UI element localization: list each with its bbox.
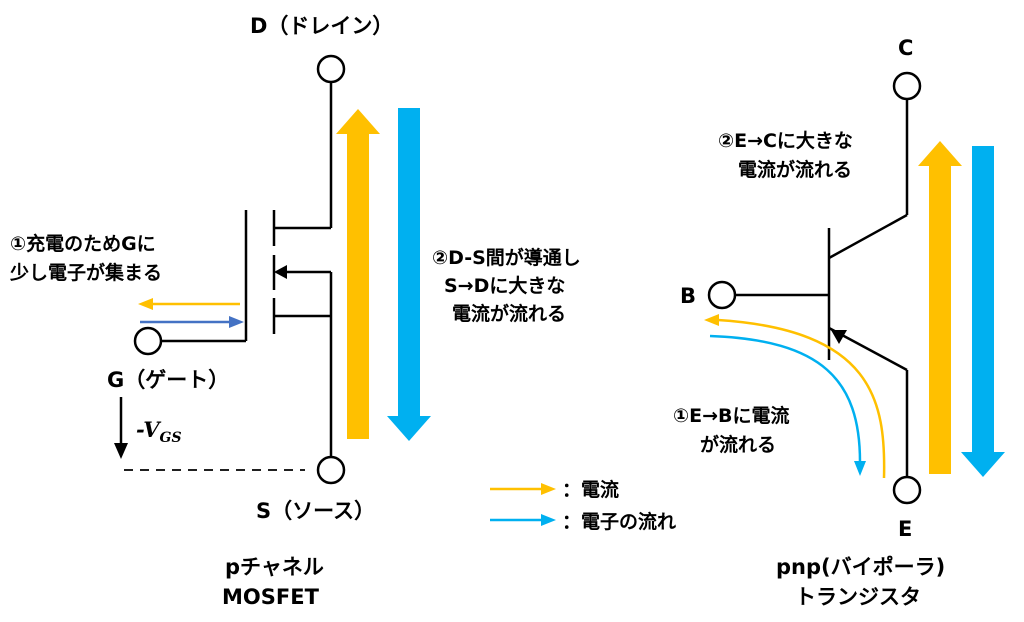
drain-terminal <box>316 54 346 84</box>
ds-current-arrow <box>336 109 380 439</box>
ec-electron-arrow <box>961 146 1005 477</box>
vgs-subscript: GS <box>159 430 181 446</box>
gate-current-arrow <box>138 298 240 310</box>
eb-electron-arrow <box>709 334 866 476</box>
note-ds-line1: ②D-S間が導通し <box>432 246 581 269</box>
collector-terminal <box>892 71 922 101</box>
emitter-arrow-icon <box>831 330 847 344</box>
vgs-prefix: -V <box>136 417 162 442</box>
note-ec-line1: ②E→Cに大きな <box>718 129 853 152</box>
drain-label: D（ドレイン） <box>250 14 393 38</box>
mosfet-caption-line2: MOSFET <box>222 585 320 609</box>
note-gate-line1: ①充電のためGに <box>10 232 156 255</box>
legend-current-label: ：電流 <box>562 478 619 501</box>
note-eb-line1: ①E→Bに電流 <box>673 404 789 427</box>
emitter-label: E <box>898 517 912 541</box>
gate-terminal <box>133 326 163 356</box>
ec-current-arrow <box>918 141 962 474</box>
bjt-caption-line1: pnp(バイポーラ) <box>776 555 945 579</box>
gate-electron-arrow <box>140 316 244 328</box>
legend-current-arrow <box>490 483 556 495</box>
emitter-terminal <box>892 475 922 505</box>
note-ds-line2: S→Dに大きな <box>444 274 565 297</box>
mosfet-symbol <box>161 82 333 457</box>
source-terminal <box>316 455 346 485</box>
note-gate-line2: 少し電子が集まる <box>9 261 162 284</box>
vgs-arrow <box>114 397 128 459</box>
collector-label: C <box>898 36 913 60</box>
base-label: B <box>680 284 696 308</box>
gate-label: G（ゲート） <box>107 368 229 392</box>
note-eb-line2: が流れる <box>700 433 776 456</box>
source-label: S（ソース） <box>256 499 375 523</box>
collector-link <box>828 213 908 260</box>
eb-current-arrow <box>704 314 886 479</box>
base-terminal <box>707 280 737 310</box>
body-arrow-icon <box>274 265 287 279</box>
legend-electron-arrow <box>490 514 556 526</box>
vgs-label: -VGS <box>136 417 182 446</box>
mosfet-caption-line1: pチャネル <box>225 555 324 579</box>
legend-electron-label: ：電子の流れ <box>562 510 676 533</box>
ds-electron-arrow <box>387 108 431 441</box>
bjt-caption-line2: トランジスタ <box>795 585 921 609</box>
note-ds-line3: 電流が流れる <box>452 302 566 325</box>
note-ec-line2: 電流が流れる <box>738 158 852 181</box>
